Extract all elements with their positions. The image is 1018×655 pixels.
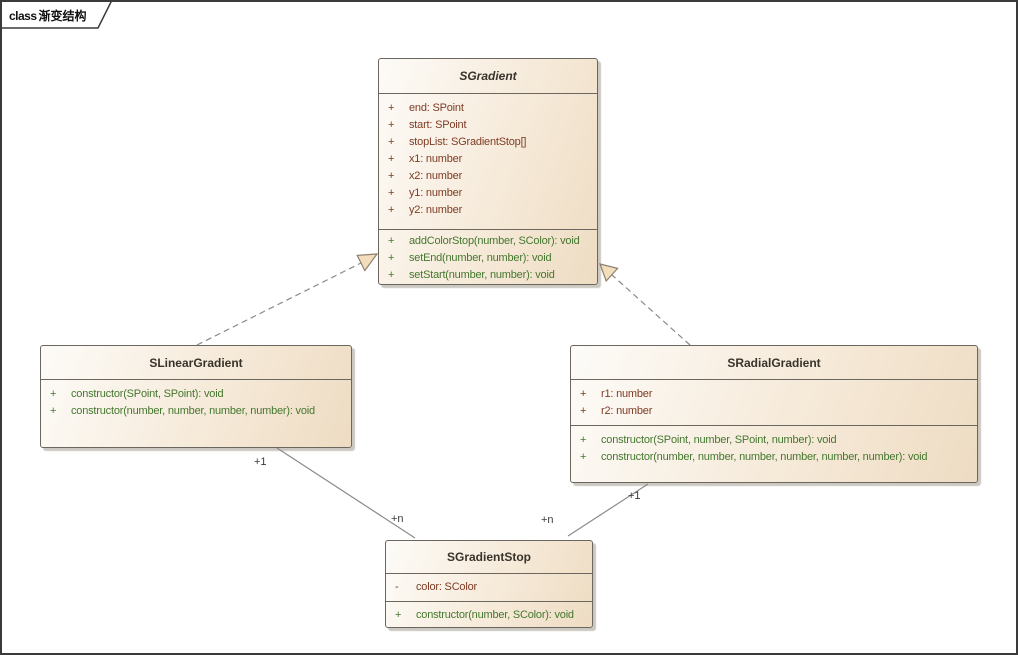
attribute-text: x1: number <box>409 153 463 165</box>
attribute-text: start: SPoint <box>409 119 467 131</box>
operation-text: addColorStop(number, SColor): void <box>409 235 580 247</box>
visibility: + <box>388 136 395 148</box>
visibility: - <box>395 581 399 593</box>
operation-text: constructor(SPoint, number, SPoint, numb… <box>601 434 837 446</box>
association-sradialgradient-sgradientstop[interactable] <box>567 483 649 537</box>
frame-keyword: class <box>9 9 37 23</box>
operation-text: setStart(number, number): void <box>409 269 555 281</box>
class-sgradient[interactable]: SGradient + end: SPoint + start: SPoint + s… <box>378 58 598 285</box>
multiplicity-label-radial-source[interactable]: +1 <box>628 490 641 502</box>
class-title-sgradientstop: SGradientStop <box>446 550 531 564</box>
realization-line-left <box>196 262 362 346</box>
operation-text: constructor(number, number, number, numb… <box>71 405 315 417</box>
attribute-row[interactable]: + end: SPoint <box>379 100 597 117</box>
class-title-slineargradient: SLinearGradient <box>149 355 243 370</box>
class-title-sradialgradient: SRadialGradient <box>727 355 821 370</box>
attributes-compartment: + end: SPoint + start: SPoint + stopList: S… <box>379 93 597 229</box>
operation-row[interactable]: + constructor(SPoint, number, SPoint, num… <box>571 432 977 449</box>
attribute-text: y1: number <box>409 187 463 199</box>
operation-row[interactable]: + setStart(number, number): void <box>379 267 597 284</box>
operation-row[interactable]: + setEnd(number, number): void <box>379 250 597 267</box>
visibility: + <box>50 405 57 417</box>
operation-text: constructor(number, number, number, numb… <box>601 451 928 463</box>
operation-row[interactable]: + constructor(SPoint, SPoint): void <box>41 386 351 403</box>
attribute-row[interactable]: - color: SColor <box>386 579 592 596</box>
realization-sradialgradient-sgradient[interactable] <box>599 263 691 346</box>
visibility: + <box>580 434 587 446</box>
class-slineargradient[interactable]: SLinearGradient + constructor(SPoint, SPo… <box>40 345 352 448</box>
visibility: + <box>388 269 395 281</box>
attribute-text: r2: number <box>601 405 653 417</box>
attribute-row[interactable]: + x2: number <box>379 168 597 185</box>
attribute-row[interactable]: + x1: number <box>379 151 597 168</box>
attribute-text: x2: number <box>409 170 463 182</box>
generalization-triangle-right <box>599 263 619 283</box>
frame-tab-shape <box>2 2 112 29</box>
attribute-row[interactable]: + r2: number <box>571 403 977 420</box>
class-title-sgradient: SGradient <box>459 69 517 83</box>
operations-compartment: + constructor(SPoint, SPoint): void + cons… <box>41 379 351 447</box>
visibility: + <box>388 153 395 165</box>
class-sradialgradient[interactable]: SRadialGradient +r1: number +r2: number … <box>570 345 978 483</box>
attribute-text: color: SColor <box>416 581 477 593</box>
visibility: + <box>388 252 395 264</box>
operation-row[interactable]: + addColorStop(number, SColor): void <box>379 233 597 250</box>
association-slineargradient-sgradientstop[interactable] <box>276 447 416 539</box>
attribute-row[interactable]: + stopList: SGradientStop[] <box>379 134 597 151</box>
attribute-text: r1: number <box>601 388 653 400</box>
visibility: + <box>388 102 395 114</box>
attribute-row[interactable]: + y2: number <box>379 202 597 219</box>
realization-slineargradient-sgradient[interactable] <box>196 253 379 346</box>
attributes-compartment: - color: SColor <box>386 573 592 601</box>
operations-compartment: + constructor(number, SColor): void <box>386 601 592 629</box>
generalization-triangle-left <box>356 253 379 272</box>
multiplicity-label-linear-source[interactable]: +1 <box>254 456 267 468</box>
visibility: + <box>50 388 57 400</box>
operation-text: setEnd(number, number): void <box>409 252 552 264</box>
visibility: + <box>388 170 395 182</box>
attribute-text: y2: number <box>409 204 463 216</box>
visibility: + <box>580 388 587 400</box>
operations-compartment: + addColorStop(number, SColor): void + set… <box>379 229 597 284</box>
attribute-text: stopList: SGradientStop[] <box>409 136 527 148</box>
visibility: + <box>580 405 587 417</box>
attributes-compartment: + r1: number + r2: number <box>571 379 977 425</box>
frame-name-text: 渐变结构 <box>38 9 87 23</box>
operation-row[interactable]: + constructor(number, SColor): void <box>386 607 592 624</box>
visibility: + <box>580 451 587 463</box>
visibility: + <box>388 187 395 199</box>
multiplicity-label-linear-target[interactable]: +n <box>391 513 404 525</box>
attribute-text: end: SPoint <box>409 102 464 114</box>
visibility: + <box>395 609 402 621</box>
realization-line-right <box>611 274 691 346</box>
operation-text: constructor(SPoint, SPoint): void <box>71 388 224 400</box>
visibility: + <box>388 119 395 131</box>
operations-compartment: + constructor(SPoint, number, SPoint, num… <box>571 425 977 482</box>
attribute-row[interactable]: + r1: number <box>571 386 977 403</box>
visibility: + <box>388 204 395 216</box>
visibility: + <box>388 235 395 247</box>
operation-text: constructor(number, SColor): void <box>416 609 574 621</box>
class-sgradientstop[interactable]: SGradientStop - color: SColor + constructo… <box>385 540 593 628</box>
operation-row[interactable]: + constructor(number, number, number, num… <box>571 449 977 466</box>
attribute-row[interactable]: + y1: number <box>379 185 597 202</box>
operation-row[interactable]: + constructor(number, number, number, num… <box>41 403 351 420</box>
attribute-row[interactable]: + start: SPoint <box>379 117 597 134</box>
multiplicity-label-radial-target[interactable]: +n <box>541 514 554 526</box>
